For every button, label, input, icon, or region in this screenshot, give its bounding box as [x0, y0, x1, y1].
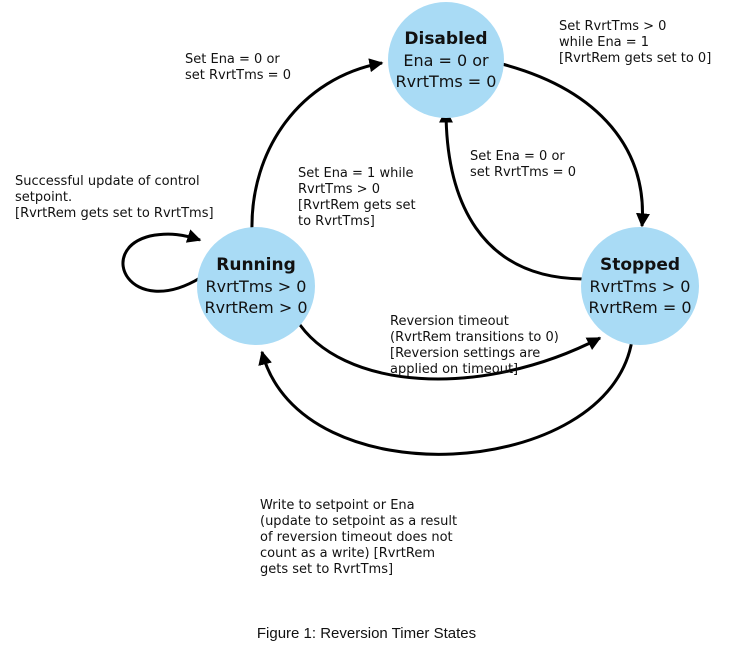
arrow-running-to-disabled [250, 58, 384, 232]
label-line: Set Ena = 1 while [298, 166, 414, 181]
label-stopped-to-running: Write to setpoint or Ena (update to setp… [260, 498, 457, 578]
label-line: Reversion timeout [390, 314, 509, 329]
label-running-to-stopped: Reversion timeout (RvrtRem transitions t… [390, 314, 559, 378]
label-stopped-to-disabled: Set Ena = 0 or set RvrtTms = 0 [470, 149, 576, 181]
label-line: set RvrtTms = 0 [470, 165, 576, 180]
arrow-running-to-stopped [294, 318, 602, 381]
state-running-line-2: RvrtRem > 0 [204, 298, 308, 317]
state-stopped-line-1: RvrtTms > 0 [589, 277, 691, 296]
state-running-line-1: RvrtTms > 0 [205, 277, 307, 296]
label-line: [RvrtRem gets set [298, 198, 416, 213]
label-disabled-to-stopped: Set RvrtTms > 0 while Ena = 1 [RvrtRem g… [559, 19, 711, 67]
state-disabled-name: Disabled [404, 29, 488, 49]
state-running-name: Running [216, 255, 296, 275]
label-line: Set Ena = 0 or [470, 149, 565, 164]
label-line: [Reversion settings are [390, 346, 541, 361]
state-disabled: Disabled Ena = 0 or RvrtTms = 0 [388, 2, 504, 118]
label-line: to RvrtTms] [298, 214, 375, 229]
label-line: of reversion timeout does not [260, 530, 453, 545]
label-line: setpoint. [15, 190, 73, 205]
label-line: [RvrtRem gets set to RvrtTms] [15, 206, 214, 221]
state-stopped-line-2: RvrtRem = 0 [588, 298, 692, 317]
label-line: applied on timeout] [390, 362, 519, 377]
arrow-stopped-to-running [258, 339, 634, 456]
state-disabled-line-2: RvrtTms = 0 [395, 72, 497, 91]
state-disabled-line-1: Ena = 0 or [403, 51, 489, 70]
label-running-to-disabled: Set Ena = 0 or set RvrtTms = 0 [185, 52, 291, 84]
label-line: (RvrtRem transitions to 0) [390, 330, 559, 345]
state-stopped-name: Stopped [599, 255, 681, 275]
label-line: Set RvrtTms > 0 [559, 19, 667, 34]
state-running: Running RvrtTms > 0 RvrtRem > 0 [197, 227, 315, 345]
label-line: gets set to RvrtTms] [260, 562, 394, 577]
arrow-disabled-to-stopped [501, 62, 650, 228]
label-line: RvrtTms > 0 [298, 182, 380, 197]
figure-caption: Figure 1: Reversion Timer States [256, 625, 477, 642]
state-stopped: Stopped RvrtTms > 0 RvrtRem = 0 [581, 227, 699, 345]
label-line: [RvrtRem gets set to 0] [559, 51, 712, 66]
arrow-running-self-loop [121, 229, 202, 293]
label-running-self-loop: Successful update of control setpoint. [… [15, 174, 214, 222]
label-line: count as a write) [RvrtRem [260, 546, 436, 561]
label-disabled-to-running: Set Ena = 1 while RvrtTms > 0 [RvrtRem g… [298, 166, 416, 230]
label-line: (update to setpoint as a result [260, 514, 458, 529]
label-line: Successful update of control [15, 174, 200, 189]
label-line: Write to setpoint or Ena [260, 498, 415, 513]
label-line: Set Ena = 0 or [185, 52, 280, 67]
arrow-stopped-to-disabled [439, 108, 584, 281]
label-line: set RvrtTms = 0 [185, 68, 291, 83]
label-line: while Ena = 1 [559, 35, 650, 50]
